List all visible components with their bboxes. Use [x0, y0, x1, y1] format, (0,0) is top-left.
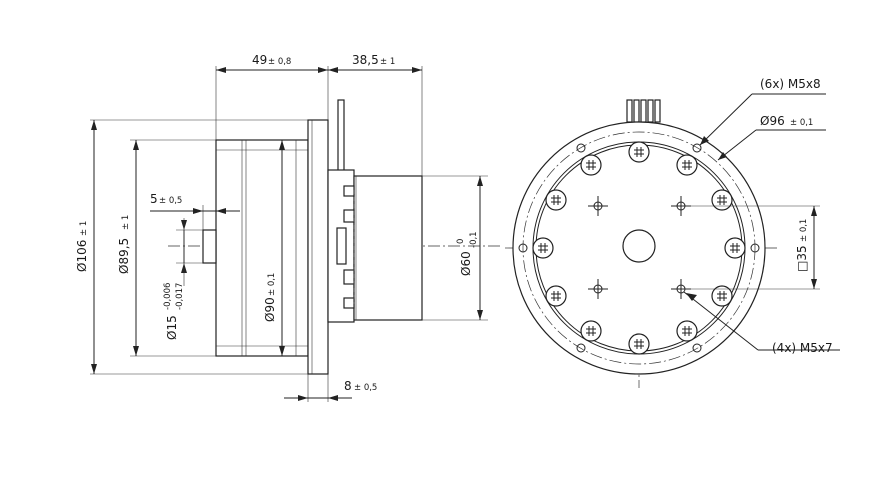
bolt-circle — [522, 131, 756, 365]
center-boss — [622, 229, 656, 263]
dim-body-dia-value: Ø89,5 — [117, 238, 131, 274]
dim-length-gear-value: 38,5 — [352, 53, 379, 67]
dim-shaft-dia-tol-lower: -0,017 — [175, 283, 185, 310]
screw-icon — [628, 141, 650, 163]
dim-gear-dia-tol-upper: 0 — [456, 239, 466, 244]
dim-square-tol: ± 0,1 — [799, 219, 809, 242]
dim-flange-thk-tol: ± 0,5 — [354, 383, 377, 393]
screw-icon — [676, 154, 698, 176]
dim-gear-dia-value: Ø60 — [459, 251, 473, 276]
screw-icon — [545, 189, 567, 211]
mounting-holes-6x — [518, 143, 760, 353]
motor-body — [215, 139, 309, 357]
dim-length-body-value: 49 — [252, 53, 267, 67]
front-view: (6x) M5x8 Ø96 ± 0,1 □35 ± 0,1 (4x) M5x7 — [505, 77, 840, 388]
threaded-hole — [588, 196, 608, 216]
dim-shaft-dia-value: Ø15 — [165, 315, 179, 340]
screw-icon — [711, 285, 733, 307]
dim-length-gear-tol: ± 1 — [380, 57, 395, 67]
mounting-hole — [518, 243, 528, 253]
dim-square-value: □35 — [795, 245, 809, 272]
mounting-hole — [750, 243, 760, 253]
mounting-hole — [576, 343, 586, 353]
callout-holes-4x: (4x) M5x7 — [772, 341, 833, 355]
screw-icon — [724, 237, 746, 259]
screws — [532, 141, 746, 355]
callout-bolt-circle-tol: ± 0,1 — [790, 118, 813, 128]
screw-icon — [580, 320, 602, 342]
callout-holes-6x: (6x) M5x8 — [760, 77, 821, 91]
connector-tab — [337, 99, 345, 181]
dim-inner-dia-tol: ± 0,1 — [267, 273, 277, 296]
screw-icon — [532, 237, 554, 259]
dim-flange-thk-value: 8 — [344, 379, 352, 393]
dim-gear-dia-tol-lower: -0,1 — [469, 231, 479, 248]
gear-housing — [353, 175, 423, 321]
mounting-hole — [692, 343, 702, 353]
dim-length-body-tol: ± 0,8 — [268, 57, 291, 67]
connector-leads — [626, 99, 661, 123]
side-view: 49 ± 0,8 38,5 ± 1 5 ± 0,5 Ø106 ± 1 Ø89,5… — [75, 53, 500, 402]
dim-shaft-length-tol: ± 0,5 — [159, 196, 182, 206]
screw-icon — [628, 333, 650, 355]
dim-flange-dia-tol: ± 1 — [79, 221, 89, 236]
mounting-hole — [576, 143, 586, 153]
screw-icon — [545, 285, 567, 307]
callout-bolt-circle-value: Ø96 — [760, 114, 785, 128]
mounting-hole — [692, 143, 702, 153]
dim-body-dia-tol: ± 1 — [121, 215, 131, 230]
threaded-hole — [588, 279, 608, 299]
screw-icon — [711, 189, 733, 211]
screw-icon — [676, 320, 698, 342]
dim-inner-dia-value: Ø90 — [263, 297, 277, 322]
mounting-flange — [307, 119, 329, 375]
dim-shaft-length-value: 5 — [150, 192, 158, 206]
dim-flange-dia-value: Ø106 — [75, 240, 89, 272]
screw-icon — [580, 154, 602, 176]
motor-shaft — [202, 229, 217, 264]
dim-shaft-dia-tol-upper: -0,006 — [163, 283, 173, 310]
